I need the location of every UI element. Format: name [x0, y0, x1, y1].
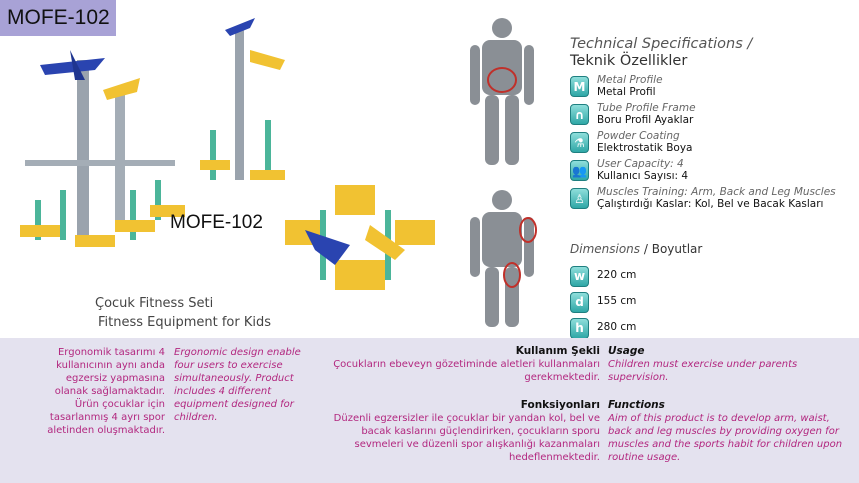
specs-heading-tr: Teknik Özellikler — [570, 53, 688, 69]
specs-heading-en: Technical Specifications / — [570, 36, 753, 52]
product-title-tr: Çocuk Fitness Seti — [95, 296, 214, 311]
dimension-width: w 220 cm — [570, 262, 859, 288]
usage-title-en: Usage — [608, 345, 645, 357]
product-code-badge: MOFE-102 — [0, 0, 116, 36]
description-en: Ergonomic design enable four users to ex… — [174, 347, 301, 423]
description-tr: Ergonomik tasarımı 4 kullanıcının aynı a… — [47, 347, 165, 436]
product-title-en: Fitness Equipment for Kids — [98, 315, 272, 330]
width-icon: w — [570, 265, 589, 287]
dimensions-sep: / — [640, 242, 652, 256]
functions-title-en: Functions — [608, 399, 665, 411]
depth-value: 155 cm — [597, 295, 637, 307]
spec-muscles: ♙ Muscles Training: Arm, Back and Leg Mu… — [570, 186, 859, 213]
spec-tr: Çalıştırdığı Kaslar: Kol, Bel ve Bacak K… — [597, 198, 824, 210]
height-icon: h — [570, 317, 589, 339]
muscle-anatomy-image — [470, 18, 537, 327]
functions-title-tr: Fonksiyonları — [520, 399, 600, 411]
body-icon: ♙ — [570, 188, 589, 209]
usage-en: Children must exercise under parents sup… — [608, 359, 798, 383]
usage-title-tr: Kullanım Şekli — [515, 345, 600, 357]
usage-tr: Çocukların ebeveyn gözetiminde aletleri … — [333, 359, 600, 383]
spec-en: User Capacity: 4 — [597, 158, 684, 170]
spray-paint-icon: ⚗ — [570, 132, 589, 153]
functions-en: Aim of this product is to develop arm, w… — [608, 413, 843, 463]
metal-profile-icon: M — [570, 76, 589, 97]
spec-en: Muscles Training: Arm, Back and Leg Musc… — [597, 186, 836, 198]
dimensions-heading-tr: Boyutlar — [651, 242, 703, 256]
equipment-perspective-image — [20, 50, 185, 247]
spec-tr: Kullanıcı Sayısı: 4 — [597, 170, 689, 182]
equipment-top-view-image — [285, 185, 435, 290]
spec-en: Powder Coating — [597, 130, 680, 142]
technical-specifications: Technical Specifications / Teknik Özelli… — [570, 36, 859, 340]
dimension-height: h 280 cm — [570, 314, 859, 340]
info-panel: Ergonomik tasarımı 4 kullanıcının aynı a… — [0, 338, 859, 483]
tube-frame-icon: ∩ — [570, 104, 589, 125]
spec-en: Tube Profile Frame — [597, 102, 696, 114]
product-code-label: MOFE-102 — [170, 212, 263, 233]
dimension-depth: d 155 cm — [570, 288, 859, 314]
dimensions-heading-en: Dimensions — [570, 242, 641, 256]
equipment-side-image — [200, 18, 285, 180]
spec-tr: Metal Profil — [597, 86, 656, 98]
spec-tr: Elektrostatik Boya — [597, 142, 693, 154]
spec-tr: Boru Profil Ayaklar — [597, 114, 694, 126]
functions-tr: Düzenli egzersizler ile çocuklar bir yan… — [333, 413, 600, 463]
depth-icon: d — [570, 291, 589, 313]
dimensions-heading: Dimensions / Boyutlar — [570, 241, 859, 258]
height-value: 280 cm — [597, 321, 637, 333]
users-icon: 👥 — [570, 160, 589, 181]
spec-en: Metal Profile — [597, 74, 663, 86]
width-value: 220 cm — [597, 269, 637, 281]
